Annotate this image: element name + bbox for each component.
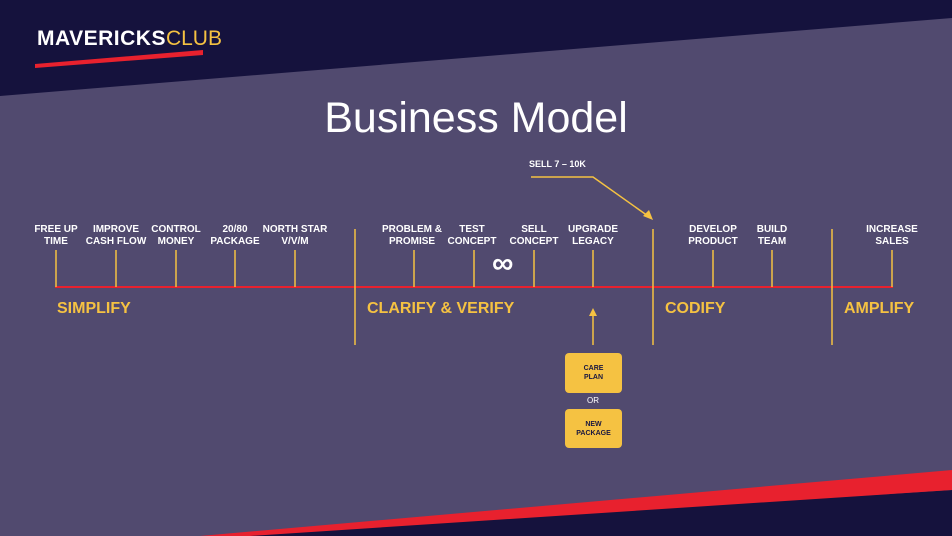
step-label-control-money: CONTROL MONEY xyxy=(151,224,201,247)
phase-dividers xyxy=(354,229,833,345)
mavericks-club-logo: MAVERICKSCLUB xyxy=(37,27,222,51)
step-label-develop-product: DEVELOP PRODUCT xyxy=(688,224,738,247)
infinity-loop-icon: ∞ xyxy=(492,247,514,280)
options-or-label: OR xyxy=(587,396,599,405)
sell-callout-label: SELL 7 – 10K xyxy=(529,159,586,169)
top-navy-band xyxy=(0,0,952,96)
logo-text-club: CLUB xyxy=(165,27,222,50)
slide-title: Business Model xyxy=(324,94,628,142)
phase-simplify: SIMPLIFY xyxy=(57,300,131,317)
step-label-problem-promise: PROBLEM & PROMISE xyxy=(382,224,442,247)
phase-codify: CODIFY xyxy=(665,300,726,317)
logo-underline xyxy=(35,50,203,68)
sell-callout-arrow xyxy=(531,176,649,217)
phase-amplify: AMPLIFY xyxy=(844,300,915,317)
step-label-north-star: NORTH STAR V/V/M xyxy=(262,224,328,247)
step-label-free-up-time: FREE UP TIME xyxy=(34,224,78,247)
step-label-package: 20/80 PACKAGE xyxy=(210,224,260,247)
logo-text-main: MAVERICKS xyxy=(37,27,166,50)
step-label-build-team: BUILD TEAM xyxy=(756,224,788,247)
care-plan-box: CARE PLAN xyxy=(565,353,622,393)
step-label-increase-sales: INCREASE SALES xyxy=(866,224,918,247)
step-label-improve-cash-flow: IMPROVE CASH FLOW xyxy=(85,224,147,247)
step-label-sell-concept: SELL CONCEPT xyxy=(509,224,559,247)
step-label-test-concept: TEST CONCEPT xyxy=(447,224,497,247)
bottom-red-stripe xyxy=(200,470,952,536)
step-ticks xyxy=(55,250,893,287)
sell-callout-arrowhead xyxy=(643,210,653,220)
new-package-box: NEW PACKAGE xyxy=(565,409,622,448)
options-arrowhead xyxy=(589,308,597,316)
phase-clarify-verify: CLARIFY & VERIFY xyxy=(367,300,515,317)
step-label-upgrade-legacy: UPGRADE LEGACY xyxy=(567,224,618,247)
